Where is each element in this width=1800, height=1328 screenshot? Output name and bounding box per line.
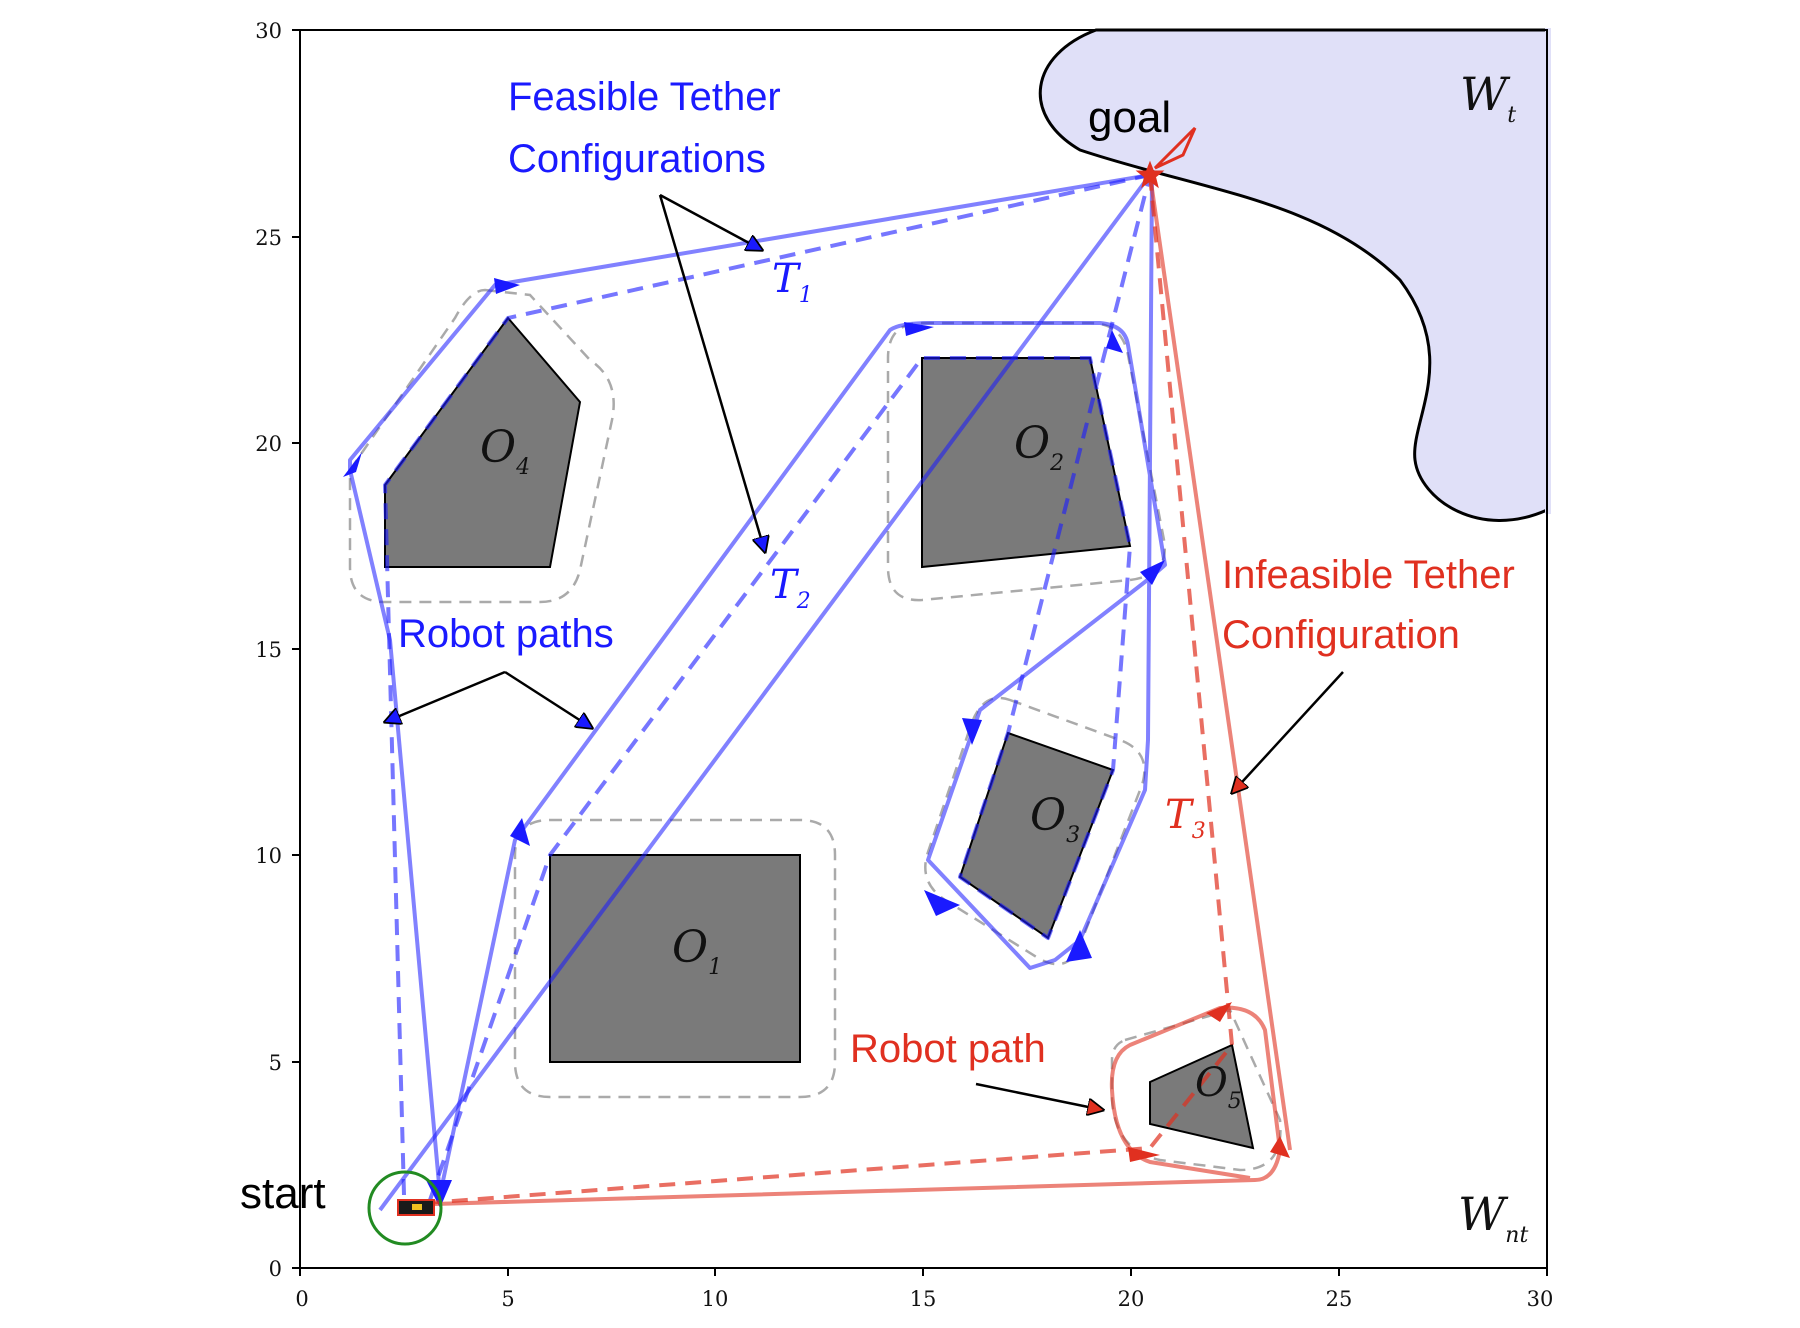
y-tick-label: 0 xyxy=(269,1257,282,1281)
feasible-label-line1: Feasible Tether xyxy=(508,75,781,119)
tether-3 xyxy=(399,174,1235,1207)
path-arrow xyxy=(1106,330,1123,353)
start-label: start xyxy=(240,1169,326,1218)
obstacle-5 xyxy=(1149,1043,1255,1150)
obstacle-4 xyxy=(384,316,582,568)
x-tick-label: 15 xyxy=(910,1287,937,1311)
obstacle-4-label: O4 xyxy=(480,422,530,480)
x-tick-label: 0 xyxy=(295,1287,308,1311)
obstacle-1 xyxy=(549,854,801,1063)
goal-label: goal xyxy=(1088,93,1171,142)
x-tick-label: 20 xyxy=(1118,1287,1145,1311)
x-tick-label: 25 xyxy=(1326,1287,1353,1311)
path-arrow xyxy=(904,322,934,336)
tether-2-dashed xyxy=(428,174,1152,1201)
obstacle-4-inflated xyxy=(348,288,615,604)
non-tethered-region-label: Wnt xyxy=(1458,1187,1528,1248)
path-arrow xyxy=(343,452,362,477)
path-arrow xyxy=(962,718,982,745)
tether-1-dashed xyxy=(383,173,1151,1196)
path-arrow-red xyxy=(1128,1147,1160,1162)
y-axis xyxy=(292,29,300,1269)
obstacle-3-label: O3 xyxy=(1030,790,1080,848)
robot-paths-label: Robot paths xyxy=(398,612,614,656)
start-circle xyxy=(367,1170,443,1246)
y-tick-label: 15 xyxy=(255,638,282,662)
path-arrow xyxy=(924,890,960,916)
tether-1 xyxy=(378,173,1152,1212)
x-tick-label: 5 xyxy=(501,1287,514,1311)
y-tick-label: 10 xyxy=(255,844,282,868)
tether-1-label: T1 xyxy=(772,256,813,308)
tether-3-label: T3 xyxy=(1165,792,1206,844)
obstacle-5-label: O5 xyxy=(1195,1060,1242,1114)
path-arrow-red xyxy=(1270,1136,1290,1158)
robot-path-2 xyxy=(438,174,1167,1196)
path-arrow xyxy=(510,818,530,846)
y-tick-label: 25 xyxy=(255,226,282,250)
obstacle-3-inflated xyxy=(924,696,1146,966)
obstacle-2-inflated xyxy=(886,321,1167,602)
robot-path-1 xyxy=(348,173,1151,1196)
infeasible-label-line2: Configuration xyxy=(1222,613,1460,657)
path-arrow-red xyxy=(1206,1002,1232,1022)
obstacle-2-label: O2 xyxy=(1014,418,1064,476)
tethered-region xyxy=(1038,28,1549,522)
obstacle-1-label: O1 xyxy=(672,922,722,980)
tether-2-label: T2 xyxy=(770,562,811,614)
goal-marker xyxy=(1135,160,1165,189)
y-tick-label: 5 xyxy=(269,1051,282,1075)
path-arrow xyxy=(1066,930,1092,962)
y-tick-label: 30 xyxy=(255,19,282,43)
y-tick-label: 20 xyxy=(255,432,282,456)
feasible-label-line2: Configurations xyxy=(508,137,766,181)
path-arrow xyxy=(494,278,520,294)
obstacle-1-inflated xyxy=(513,818,837,1099)
x-tick-label: 10 xyxy=(702,1287,729,1311)
tethered-region-label: Wt xyxy=(1460,67,1516,128)
infeasible-label-line1: Infeasible Tether xyxy=(1222,553,1515,597)
path-arrow xyxy=(1140,560,1165,585)
goal-arrow xyxy=(1153,126,1197,170)
x-tick-label: 30 xyxy=(1527,1287,1554,1311)
robot-path-label: Robot path xyxy=(850,1027,1046,1071)
red-robot-path xyxy=(399,1005,1282,1207)
red-tether-solid xyxy=(1148,174,1292,1151)
x-axis xyxy=(299,1268,1548,1276)
